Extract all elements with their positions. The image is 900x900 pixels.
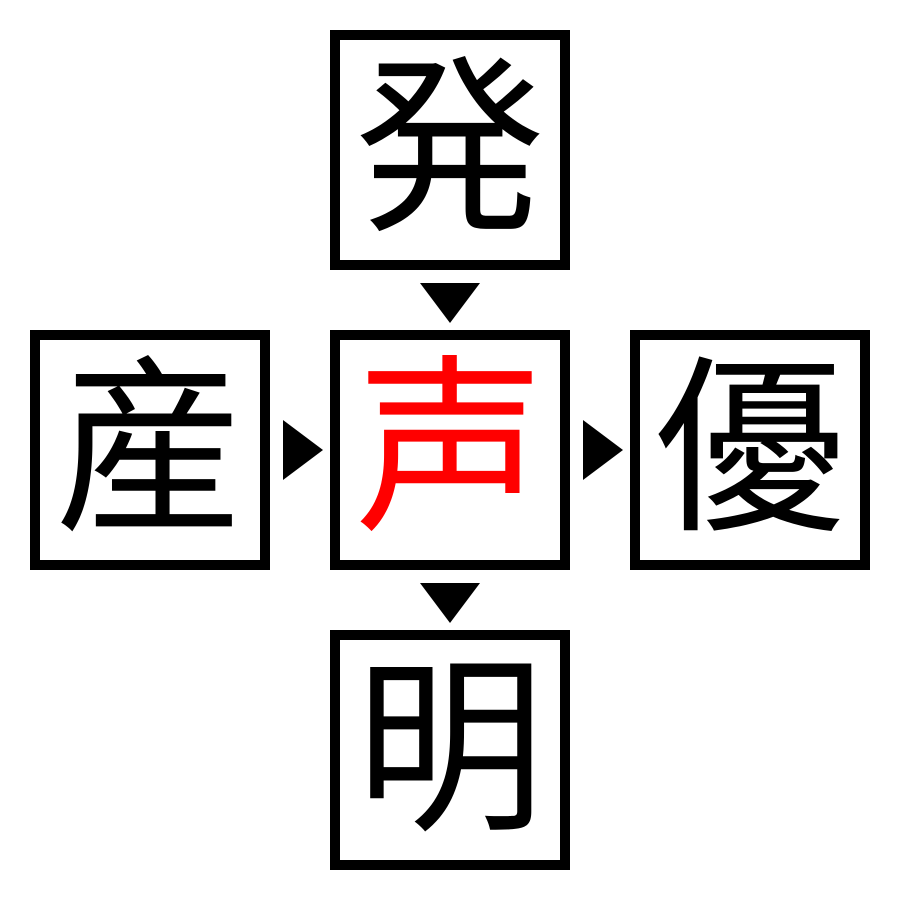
cell-right: 優	[630, 330, 870, 570]
kanji-bottom: 明	[354, 639, 545, 860]
kanji-center-answer: 声	[354, 339, 545, 560]
arrow-down-icon	[420, 283, 480, 323]
cell-left: 産	[30, 330, 270, 570]
kanji-top: 発	[354, 39, 545, 260]
arrow-right-icon	[583, 420, 623, 480]
arrow-right-icon	[283, 420, 323, 480]
cell-center: 声	[330, 330, 570, 570]
cell-top: 発	[330, 30, 570, 270]
arrow-down-icon	[420, 583, 480, 623]
kanji-left: 産	[54, 339, 245, 560]
cell-bottom: 明	[330, 630, 570, 870]
kanji-right: 優	[654, 339, 845, 560]
